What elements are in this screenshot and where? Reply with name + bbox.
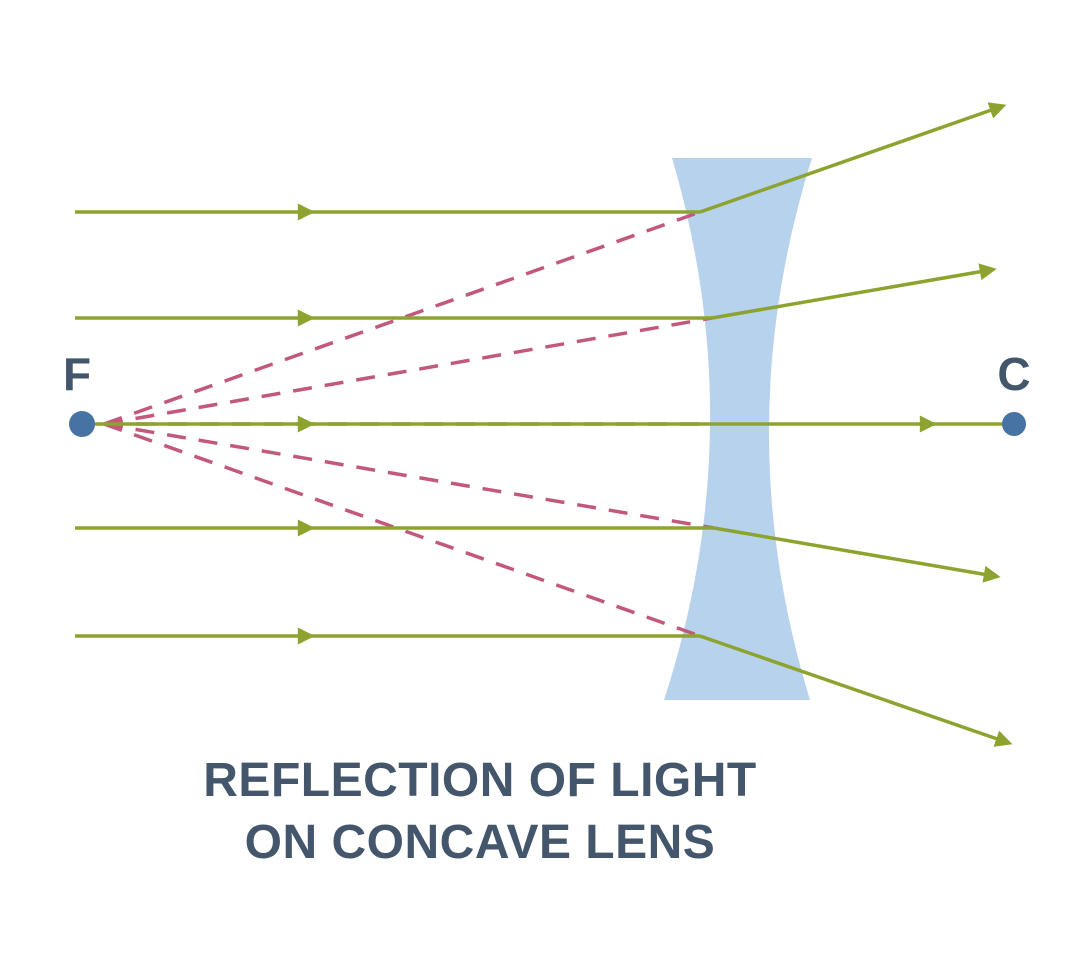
refracted-light-ray: [699, 102, 1007, 214]
center-point-label: C: [997, 348, 1030, 400]
concave-lens: [664, 158, 812, 700]
focal-extension-dashed-line: [103, 316, 713, 426]
refracted-light-ray: [711, 263, 997, 320]
refracted-light-ray: [713, 526, 1001, 583]
refracted-light-ray: [699, 634, 1013, 747]
focal-point-label: F: [63, 348, 91, 400]
focal-point-dot: [69, 411, 95, 437]
title-line-2: ON CONCAVE LENS: [244, 816, 716, 869]
focal-extension-dashed-line: [103, 422, 715, 530]
focal-extension-dashed-line: [103, 210, 701, 426]
focal-extension-dashed-line: [103, 422, 701, 638]
center-point-dot: [1002, 412, 1026, 436]
diagram-title: REFLECTION OF LIGHT ON CONCAVE LENS: [0, 750, 960, 874]
title-line-1: REFLECTION OF LIGHT: [203, 754, 757, 807]
